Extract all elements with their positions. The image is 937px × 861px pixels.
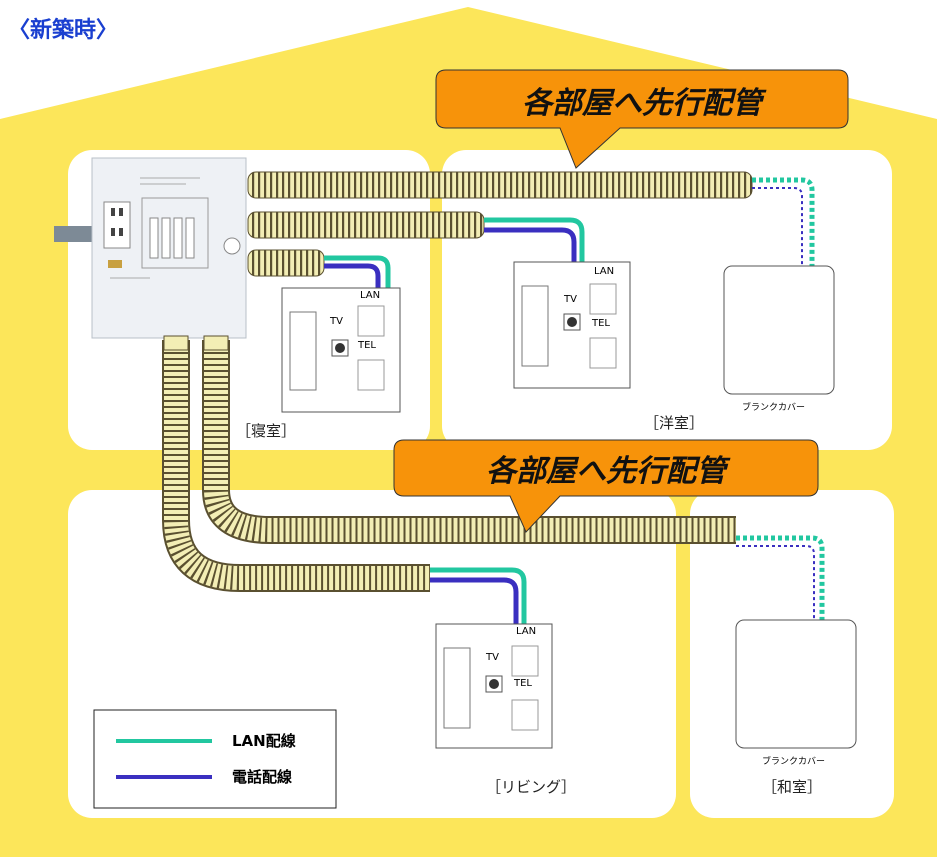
page-title: 〈新築時〉 — [8, 18, 119, 43]
callout-upper-text: 各部屋へ先行配管 — [522, 86, 762, 121]
room-label-japanese: ［和室］ — [762, 778, 823, 796]
blank-cover-label-japanese: ブランクカバー — [762, 757, 826, 767]
callout-upper — [435, 69, 849, 169]
lan-label-bedroom: LAN — [360, 290, 381, 301]
room-label-bedroom: ［寝室］ — [236, 422, 297, 440]
outlet-plate-living — [435, 623, 553, 749]
tv-label-bedroom: TV — [330, 316, 343, 327]
blank-cover-western — [723, 265, 835, 395]
outlet-plate-western — [513, 261, 631, 389]
legend-tel-line — [116, 775, 212, 779]
room-label-western: ［洋室］ — [644, 414, 705, 432]
distribution-panel — [54, 157, 247, 339]
callout-lower — [393, 439, 819, 533]
tel-wires — [324, 187, 815, 624]
outlet-plate-bedroom — [281, 287, 401, 413]
lan-label-living: LAN — [516, 626, 537, 637]
callout-lower-text: 各部屋へ先行配管 — [486, 454, 726, 489]
blank-cover-label-western: ブランクカバー — [742, 403, 806, 413]
blank-cover-japanese — [735, 619, 857, 749]
legend-tel-label: 電話配線 — [232, 768, 293, 786]
tel-label-living: TEL — [514, 678, 532, 689]
tv-label-western: TV — [564, 294, 577, 305]
legend-lan-label: LAN配線 — [232, 732, 296, 750]
lan-label-western: LAN — [594, 266, 615, 277]
legend — [93, 709, 337, 809]
tv-label-living: TV — [486, 652, 499, 663]
lan-wires — [324, 177, 825, 624]
conduits — [162, 171, 753, 592]
tel-label-western: TEL — [592, 318, 610, 329]
room-label-living: ［リビング］ — [486, 778, 577, 796]
tel-label-bedroom: TEL — [358, 340, 376, 351]
legend-lan-line — [116, 739, 212, 743]
